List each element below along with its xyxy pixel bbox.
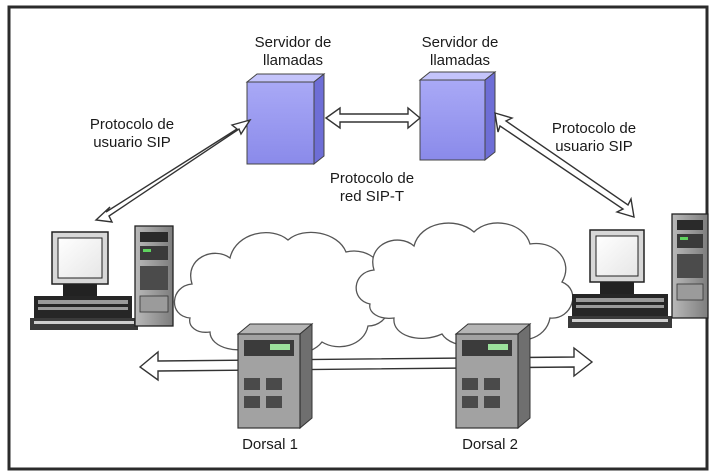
protocol-left-label: Protocolo de usuario SIP [76,116,188,152]
cloud-right-icon [355,222,574,347]
protocol-right-label: Protocolo de usuario SIP [538,120,650,156]
workstation-left-icon [30,225,174,330]
backbone-1-label: Dorsal 1 [242,436,298,453]
server-right-label-line-1: Servidor de [421,34,499,51]
network-protocol-label-line-2: red SIP-T [339,188,405,205]
call-server-right-icon [418,70,497,162]
protocol-right-label-line-2: usuario SIP [555,138,633,155]
server-right-label: Servidor de llamadas [405,34,515,70]
sip-user-arrow-left-icon [94,118,252,223]
server-left-label: Servidor de llamadas [238,34,348,70]
network-protocol-label: Protocolo de red SIP-T [316,170,428,206]
backbone-2-label: Dorsal 2 [462,436,518,453]
network-protocol-label-line-1: Protocolo de [329,170,415,187]
backbone-switch-2-icon [454,322,532,430]
protocol-right-label-line-1: Protocolo de [551,120,637,137]
call-server-left-icon [245,72,326,166]
workstation-right-icon [568,213,709,328]
server-left-label-line-2: llamadas [262,52,324,69]
sip-t-arrow-icon [324,106,422,130]
backbone-arrow-icon [138,346,594,382]
backbone-switch-1-icon [236,322,314,430]
protocol-left-label-line-2: usuario SIP [93,134,171,151]
protocol-left-label-line-1: Protocolo de [89,116,175,133]
server-left-label-line-1: Servidor de [254,34,332,51]
server-right-label-line-2: llamadas [429,52,491,69]
sip-user-arrow-right-icon [494,112,635,218]
